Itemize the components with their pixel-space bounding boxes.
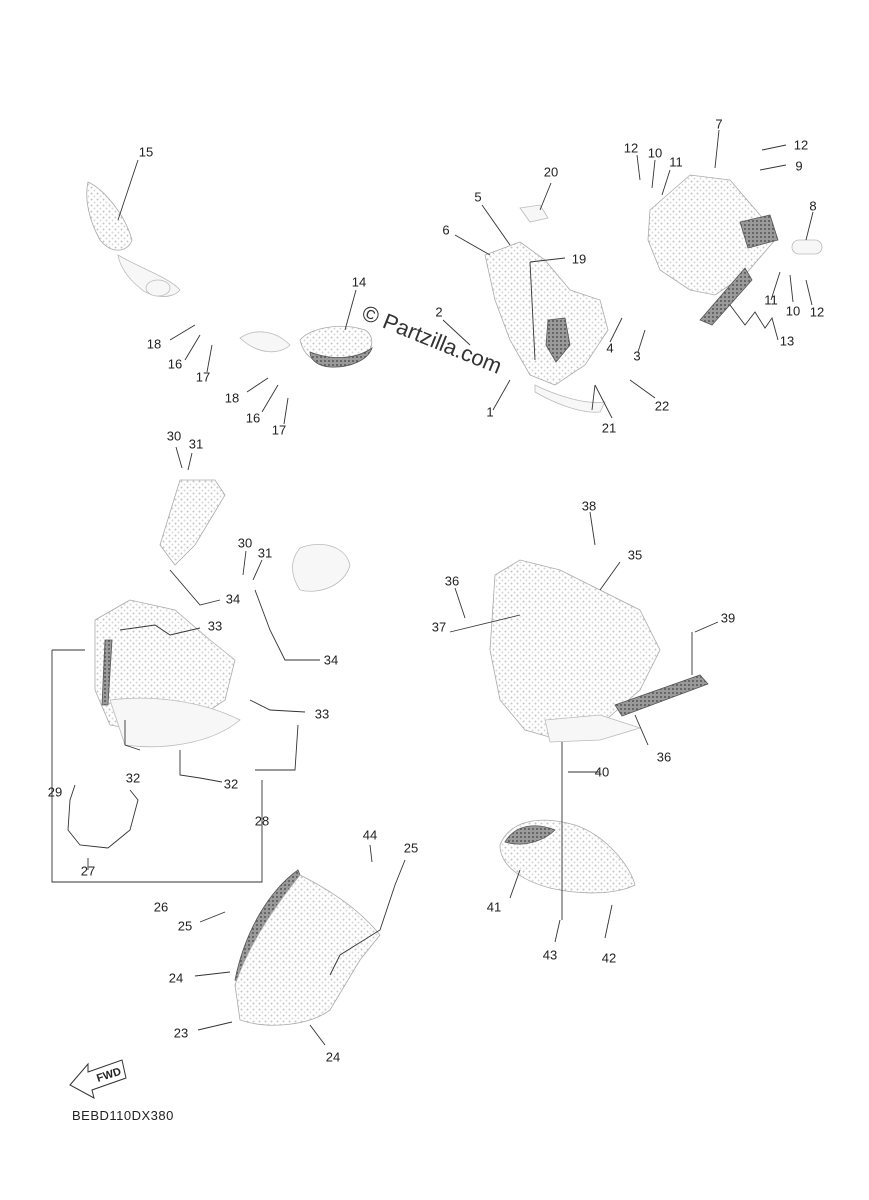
callout-18[interactable]: 18 <box>146 336 162 352</box>
callout-6[interactable]: 6 <box>442 222 450 238</box>
callout-36[interactable]: 36 <box>444 573 460 589</box>
callout-12[interactable]: 12 <box>623 140 639 156</box>
callout-34[interactable]: 34 <box>323 652 339 668</box>
callout-4[interactable]: 4 <box>606 340 614 356</box>
callout-17[interactable]: 17 <box>195 369 211 385</box>
callout-16[interactable]: 16 <box>167 356 183 372</box>
callout-25[interactable]: 25 <box>177 918 193 934</box>
callout-31[interactable]: 31 <box>257 545 273 561</box>
callout-11[interactable]: 11 <box>669 154 683 170</box>
callout-27[interactable]: 27 <box>80 863 96 879</box>
side-fairing-part-35 <box>489 559 709 743</box>
callout-22[interactable]: 22 <box>654 398 670 414</box>
callout-32[interactable]: 32 <box>223 776 239 792</box>
side-fairing-part-26 <box>67 479 351 849</box>
callout-17[interactable]: 17 <box>271 422 287 438</box>
callout-19[interactable]: 19 <box>571 251 587 267</box>
cover-part-41 <box>499 819 636 894</box>
callout-26[interactable]: 26 <box>153 899 169 915</box>
hand-guard-part-14 <box>239 325 373 368</box>
cowl-part-7 <box>647 174 823 326</box>
callout-1[interactable]: 1 <box>486 404 494 420</box>
callout-10[interactable]: 10 <box>647 145 663 161</box>
callout-12[interactable]: 12 <box>793 137 809 153</box>
callout-23[interactable]: 23 <box>173 1025 189 1041</box>
callout-3[interactable]: 3 <box>633 348 641 364</box>
callout-43[interactable]: 43 <box>542 947 558 963</box>
callout-9[interactable]: 9 <box>795 158 803 174</box>
callout-21[interactable]: 21 <box>601 420 617 436</box>
callout-31[interactable]: 31 <box>188 436 204 452</box>
callout-14[interactable]: 14 <box>351 274 367 290</box>
callout-34[interactable]: 34 <box>225 591 241 607</box>
callout-10[interactable]: 10 <box>785 303 801 319</box>
callout-32[interactable]: 32 <box>125 770 141 786</box>
leader-lines <box>51 129 814 1046</box>
callout-33[interactable]: 33 <box>314 706 330 722</box>
callout-40[interactable]: 40 <box>594 764 610 780</box>
bracket-assembly-part-1 <box>484 204 609 413</box>
callout-30[interactable]: 30 <box>166 428 182 444</box>
callout-12[interactable]: 12 <box>809 304 825 320</box>
mirror-part-15 <box>86 181 181 297</box>
callout-20[interactable]: 20 <box>543 164 559 180</box>
callout-2[interactable]: 2 <box>435 304 443 320</box>
callout-30[interactable]: 30 <box>237 535 253 551</box>
callout-38[interactable]: 38 <box>581 498 597 514</box>
callout-41[interactable]: 41 <box>486 899 502 915</box>
diagram-code: BEBD110DX380 <box>72 1108 174 1123</box>
callout-11[interactable]: 11 <box>764 292 778 308</box>
callout-24[interactable]: 24 <box>325 1049 341 1065</box>
callout-5[interactable]: 5 <box>474 189 482 205</box>
lower-cowl-part-23 <box>234 869 381 1026</box>
callout-8[interactable]: 8 <box>809 198 817 214</box>
callout-36[interactable]: 36 <box>656 749 672 765</box>
callout-35[interactable]: 35 <box>627 547 643 563</box>
callout-18[interactable]: 18 <box>224 390 240 406</box>
callout-39[interactable]: 39 <box>720 610 736 626</box>
callout-33[interactable]: 33 <box>207 618 223 634</box>
callout-37[interactable]: 37 <box>431 619 447 635</box>
callout-7[interactable]: 7 <box>715 116 723 132</box>
callout-28[interactable]: 28 <box>254 813 270 829</box>
callout-13[interactable]: 13 <box>779 333 795 349</box>
callout-29[interactable]: 29 <box>47 784 63 800</box>
callout-24[interactable]: 24 <box>168 970 184 986</box>
forward-arrow-icon <box>69 1059 127 1099</box>
callout-16[interactable]: 16 <box>245 410 261 426</box>
callout-42[interactable]: 42 <box>601 950 617 966</box>
callout-44[interactable]: 44 <box>362 827 378 843</box>
callout-25[interactable]: 25 <box>403 840 419 856</box>
callout-15[interactable]: 15 <box>138 144 154 160</box>
